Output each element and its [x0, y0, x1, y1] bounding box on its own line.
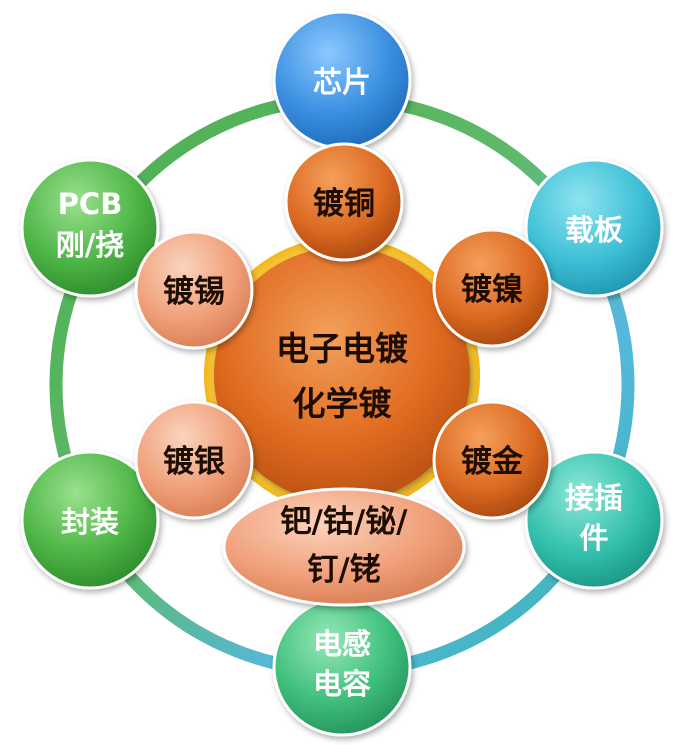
outer-label-connector-2: 件	[579, 521, 608, 555]
outer-node-package: 封装	[20, 450, 160, 590]
inner-label-nickel: 镀镍	[461, 272, 523, 308]
inner-node-silver: 镀银	[134, 400, 254, 520]
center-label-2: 化学镀	[293, 384, 393, 423]
outer-label-connector-1: 接插	[565, 481, 623, 515]
inner-label-other-metals-1: 钯/钴/铋/	[281, 504, 409, 540]
inner-label-tin: 镀锡	[163, 274, 225, 310]
outer-label-pcb-1: PCB	[58, 187, 123, 221]
inner-node-other-metals: 钯/钴/铋/ 钉/铑	[222, 487, 466, 607]
outer-label-pcb-2: 刚/挠	[56, 228, 125, 262]
inner-node-copper: 镀铜	[284, 142, 404, 262]
inner-node-nickel: 镀镍	[432, 228, 552, 348]
outer-label-substrate: 载板	[565, 213, 624, 247]
inner-node-gold: 镀金	[432, 400, 552, 520]
outer-label-capacitor: 电容	[313, 667, 371, 701]
center-node: 电子电镀 化学镀	[214, 247, 470, 503]
outer-label-chip: 芯片	[313, 65, 371, 99]
outer-node-substrate: 载板	[524, 158, 664, 298]
outer-node-connector: 接插 件	[524, 450, 664, 590]
outer-label-inductor: 电感	[313, 627, 371, 661]
inner-label-silver: 镀银	[163, 444, 225, 480]
inner-label-other-metals-2: 钉/铑	[307, 552, 380, 588]
outer-node-inductor-capacitor: 电感 电容	[272, 597, 412, 737]
center-label-1: 电子电镀	[276, 329, 409, 368]
outer-label-package: 封装	[61, 505, 119, 539]
outer-node-pcb: PCB 刚/挠	[20, 158, 160, 298]
inner-label-copper: 镀铜	[313, 186, 375, 222]
inner-node-tin: 镀锡	[134, 230, 254, 350]
outer-node-chip: 芯片	[272, 10, 412, 150]
inner-label-gold: 镀金	[461, 444, 524, 480]
